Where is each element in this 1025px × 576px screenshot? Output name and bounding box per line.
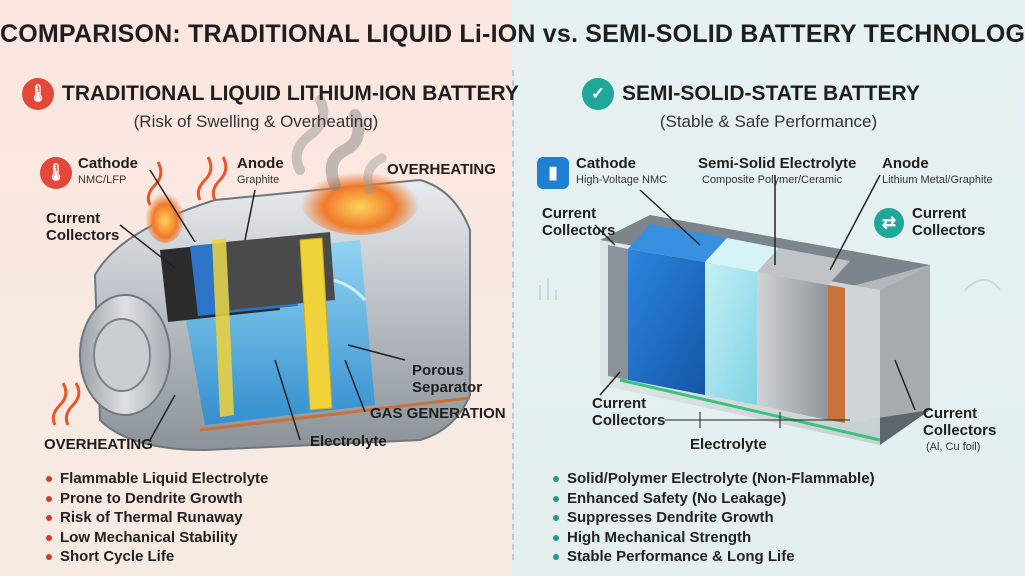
label-cathode-material: NMC/LFP (78, 174, 127, 186)
label-cathode: Cathode (78, 155, 138, 172)
label-current-collectors-bottom-right: Current Collectors (923, 405, 997, 439)
label-current-collectors: Current Collectors (46, 210, 120, 244)
left-heading: TRADITIONAL LIQUID LITHIUM-ION BATTERY (62, 82, 519, 105)
left-bullet-list: Flammable Liquid Electrolyte Prone to De… (46, 469, 268, 567)
list-item: Solid/Polymer Electrolyte (Non-Flammable… (553, 469, 875, 489)
label-semi-solid-electrolyte: Semi-Solid Electrolyte (698, 155, 857, 172)
label-semi-solid-material: Composite Polymer/Ceramic (702, 174, 842, 186)
label-cathode: Cathode (576, 155, 636, 172)
label-current-collectors-top-right: Current Collectors (912, 205, 986, 239)
label-electrolyte: Electrolyte (690, 436, 767, 453)
list-item: Risk of Thermal Runaway (46, 508, 268, 528)
list-item: Low Mechanical Stability (46, 528, 268, 548)
label-current-collectors-top-left: Current Collectors (542, 205, 616, 239)
label-overheating-top: OVERHEATING (387, 161, 496, 178)
list-item: Prone to Dendrite Growth (46, 489, 268, 509)
label-cathode-material: High-Voltage NMC (576, 174, 668, 186)
list-item: High Mechanical Strength (553, 528, 875, 548)
list-item: Enhanced Safety (No Leakage) (553, 489, 875, 509)
panel-divider (512, 70, 514, 560)
semi-solid-battery-illustration (539, 174, 1001, 445)
label-collector-material: (Al, Cu foil) (926, 441, 981, 453)
left-subtitle: (Risk of Swelling & Overheating) (133, 112, 379, 131)
arrows-exchange-icon: ⇄ (874, 208, 904, 238)
label-anode: Anode (237, 155, 284, 172)
shield-check-icon: ✓ (582, 78, 614, 110)
right-subtitle: (Stable & Safe Performance) (659, 112, 878, 131)
label-overheating-bottom: OVERHEATING (44, 436, 153, 453)
list-item: Short Cycle Life (46, 547, 268, 567)
label-electrolyte: Electrolyte (310, 433, 387, 450)
right-bullet-list: Solid/Polymer Electrolyte (Non-Flammable… (553, 469, 875, 567)
thermometer-icon: 🌡 (22, 78, 54, 110)
thermometer-icon: 🌡 (40, 157, 72, 189)
list-item: Stable Performance & Long Life (553, 547, 875, 567)
label-current-collectors-bottom-left: Current Collectors (592, 395, 666, 429)
page-title: COMPARISON: TRADITIONAL LIQUID Li-ION vs… (0, 20, 1025, 48)
list-item: Flammable Liquid Electrolyte (46, 469, 268, 489)
label-anode: Anode (882, 155, 929, 172)
label-anode-material: Graphite (237, 174, 280, 186)
label-porous-separator: Porous Separator (412, 362, 483, 396)
battery-icon: ▮ (537, 157, 569, 189)
right-heading: SEMI-SOLID-STATE BATTERY (622, 82, 920, 105)
liquid-battery-illustration (51, 95, 471, 452)
label-anode-material: Lithium Metal/Graphite (882, 174, 993, 186)
label-gas-generation: GAS GENERATION (370, 405, 506, 422)
list-item: Suppresses Dendrite Growth (553, 508, 875, 528)
